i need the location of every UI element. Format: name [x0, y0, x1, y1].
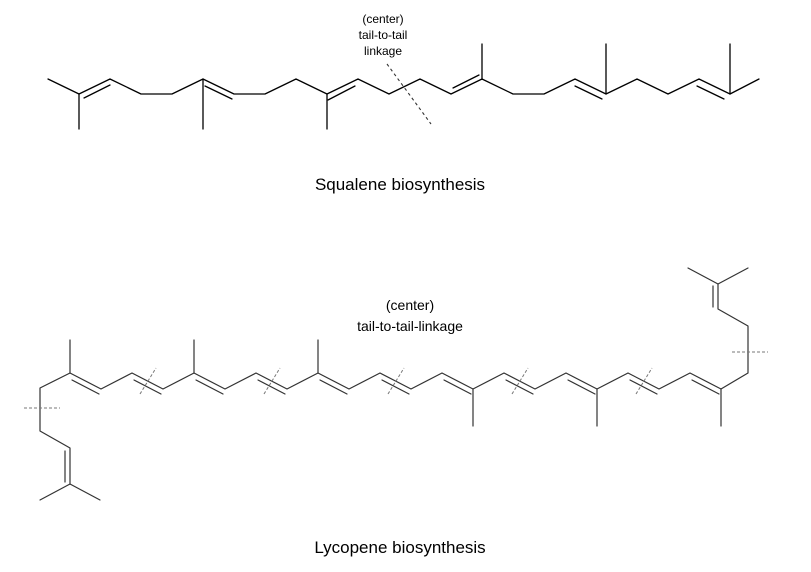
lycopene-double-bond-8 [505, 379, 534, 395]
squalene-structure [47, 43, 760, 130]
squalene-center-cut-line [386, 63, 432, 125]
lycopene-double-bond-6 [381, 379, 410, 395]
lycopene-double-bond-11 [691, 379, 720, 395]
lycopene-double-bond-3 [195, 379, 224, 395]
squalene-chain [47, 78, 760, 95]
lycopene-cut-mark-3 [263, 367, 281, 395]
lycopene-structure [24, 267, 768, 501]
squalene-caption: Squalene biosynthesis [315, 175, 485, 194]
squalene-double-bond-4 [452, 74, 480, 89]
squalene-double-bond-1 [83, 84, 111, 99]
lycopene-double-bond-1 [71, 379, 100, 395]
lycopene-cut-mark-6 [635, 367, 653, 395]
squalene-double-bond-3 [327, 85, 356, 101]
lycopene-right-end-methyl [687, 267, 719, 285]
squalene-double-bond-5 [574, 85, 603, 100]
lycopene-annotation-line2: tail-to-tail-linkage [357, 318, 463, 334]
squalene-annotation-line2: tail-to-tail [359, 28, 408, 42]
lycopene-double-bond-10 [629, 379, 658, 395]
lycopene-double-bond-4 [257, 379, 286, 395]
lycopene-cut-mark-5 [511, 367, 529, 395]
lycopene-left-end-chain [39, 483, 101, 501]
squalene-annotation-line1: (center) [362, 12, 403, 26]
lycopene-double-bond-5 [319, 379, 348, 395]
lycopene-caption: Lycopene biosynthesis [314, 538, 485, 557]
lycopene-left-end-link [39, 372, 71, 485]
squalene-double-bond-6 [696, 85, 725, 100]
lycopene-double-bond-7 [443, 379, 472, 395]
squalene-annotation-line3: linkage [364, 44, 402, 58]
lycopene-double-bond-2 [133, 379, 162, 395]
squalene-double-bond-2 [204, 85, 233, 100]
lycopene-double-bond-9 [567, 379, 596, 395]
lycopene-cut-mark-4 [387, 367, 405, 395]
lycopene-cut-mark-2 [139, 367, 157, 395]
lycopene-annotation-line1: (center) [386, 297, 434, 313]
